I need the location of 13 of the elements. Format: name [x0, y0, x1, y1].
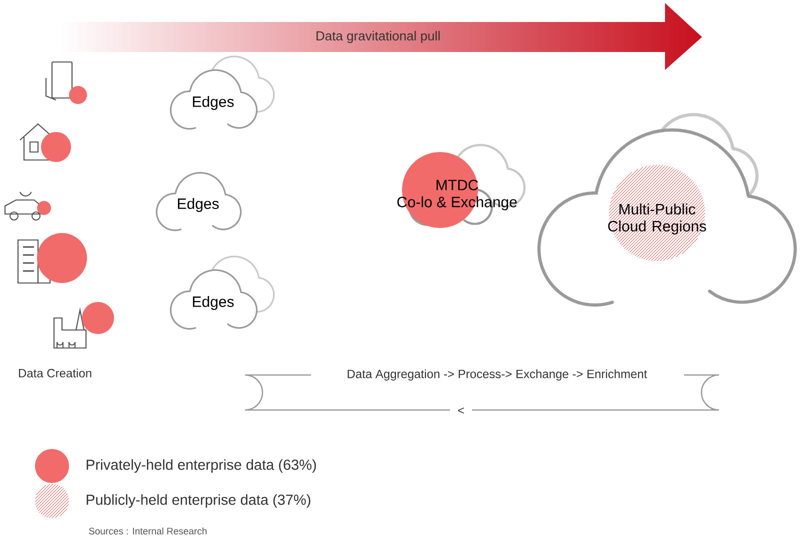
node-label: Edges — [192, 96, 234, 110]
arrow-label: Data gravitational pull — [316, 30, 440, 44]
process-label: Data Aggregation -> Process-> Exchange -> Enrichment — [348, 369, 648, 381]
loop-symbol: < — [458, 408, 464, 414]
legend-text: Privately-held enterprise data (63%) — [86, 459, 316, 473]
cloud — [537, 113, 797, 307]
cloud: Edges — [156, 172, 242, 232]
cloud: Edges — [170, 256, 275, 330]
source-note: Sources : Internal Research — [88, 528, 207, 534]
node-label: Edges — [192, 296, 234, 310]
legend-text: Publicly-held enterprise data (37%) — [86, 494, 310, 508]
caption: Data Creation — [18, 368, 92, 378]
cloud: Edges — [170, 56, 275, 130]
